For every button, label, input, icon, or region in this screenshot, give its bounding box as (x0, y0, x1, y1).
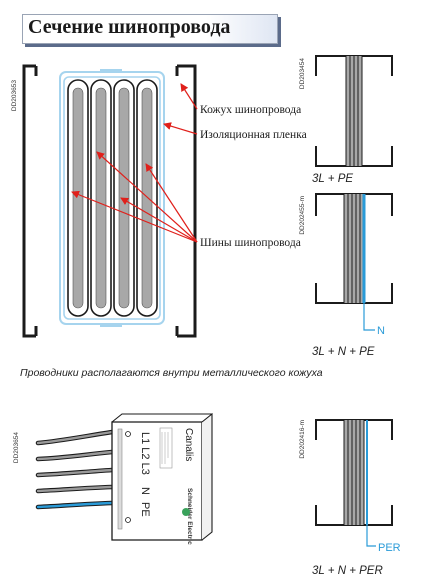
code-4: DD203654 (13, 432, 20, 463)
housing-shape (22, 64, 197, 338)
callout-arrows (71, 83, 198, 243)
plug-n: N (139, 487, 151, 495)
code-main: DD203653 (11, 80, 18, 111)
code-5: DD202416-m (299, 420, 306, 459)
plug-maker: Schneider Electric (186, 488, 193, 545)
formula-3l-pe: 3L + PE (312, 173, 353, 185)
insulating-film-outer (59, 71, 165, 325)
title-box: Сечение шинопровода (22, 14, 278, 44)
housing-label: Кожух шинопровода (200, 104, 301, 116)
main-cross-section: DD203653 (11, 64, 307, 338)
n-tag: N (377, 325, 385, 337)
busbars (67, 79, 158, 317)
section-3l-n-per: DD202416-m PER 3L + N + PER (299, 419, 401, 577)
caption: Проводники располагаются внутри металлич… (20, 367, 323, 379)
formula-3l-n-pe: 3L + N + PE (312, 346, 375, 358)
tap-off-box: DD203654 L1 L2 L3 N PE (13, 412, 213, 545)
insulating-film-inner (63, 76, 161, 320)
per-tag: PER (378, 542, 401, 554)
plug-phases: L1 L2 L3 (139, 432, 151, 475)
plug-pe: PE (139, 502, 151, 517)
section-3l-pe: DD203454 3L + PE (299, 55, 393, 185)
section-3l-n-pe: DD202455-m N 3L + N + PE (299, 193, 393, 358)
busbars-label: Шины шинопровода (200, 237, 301, 249)
page-title: Сечение шинопровода (28, 16, 231, 38)
plug-brand: Canalis (183, 428, 194, 461)
code-3: DD202455-m (299, 196, 306, 235)
film-label: Изоляционная пленка (200, 129, 307, 141)
formula-3l-n-per: 3L + N + PER (312, 565, 383, 577)
code-2: DD203454 (299, 58, 306, 89)
